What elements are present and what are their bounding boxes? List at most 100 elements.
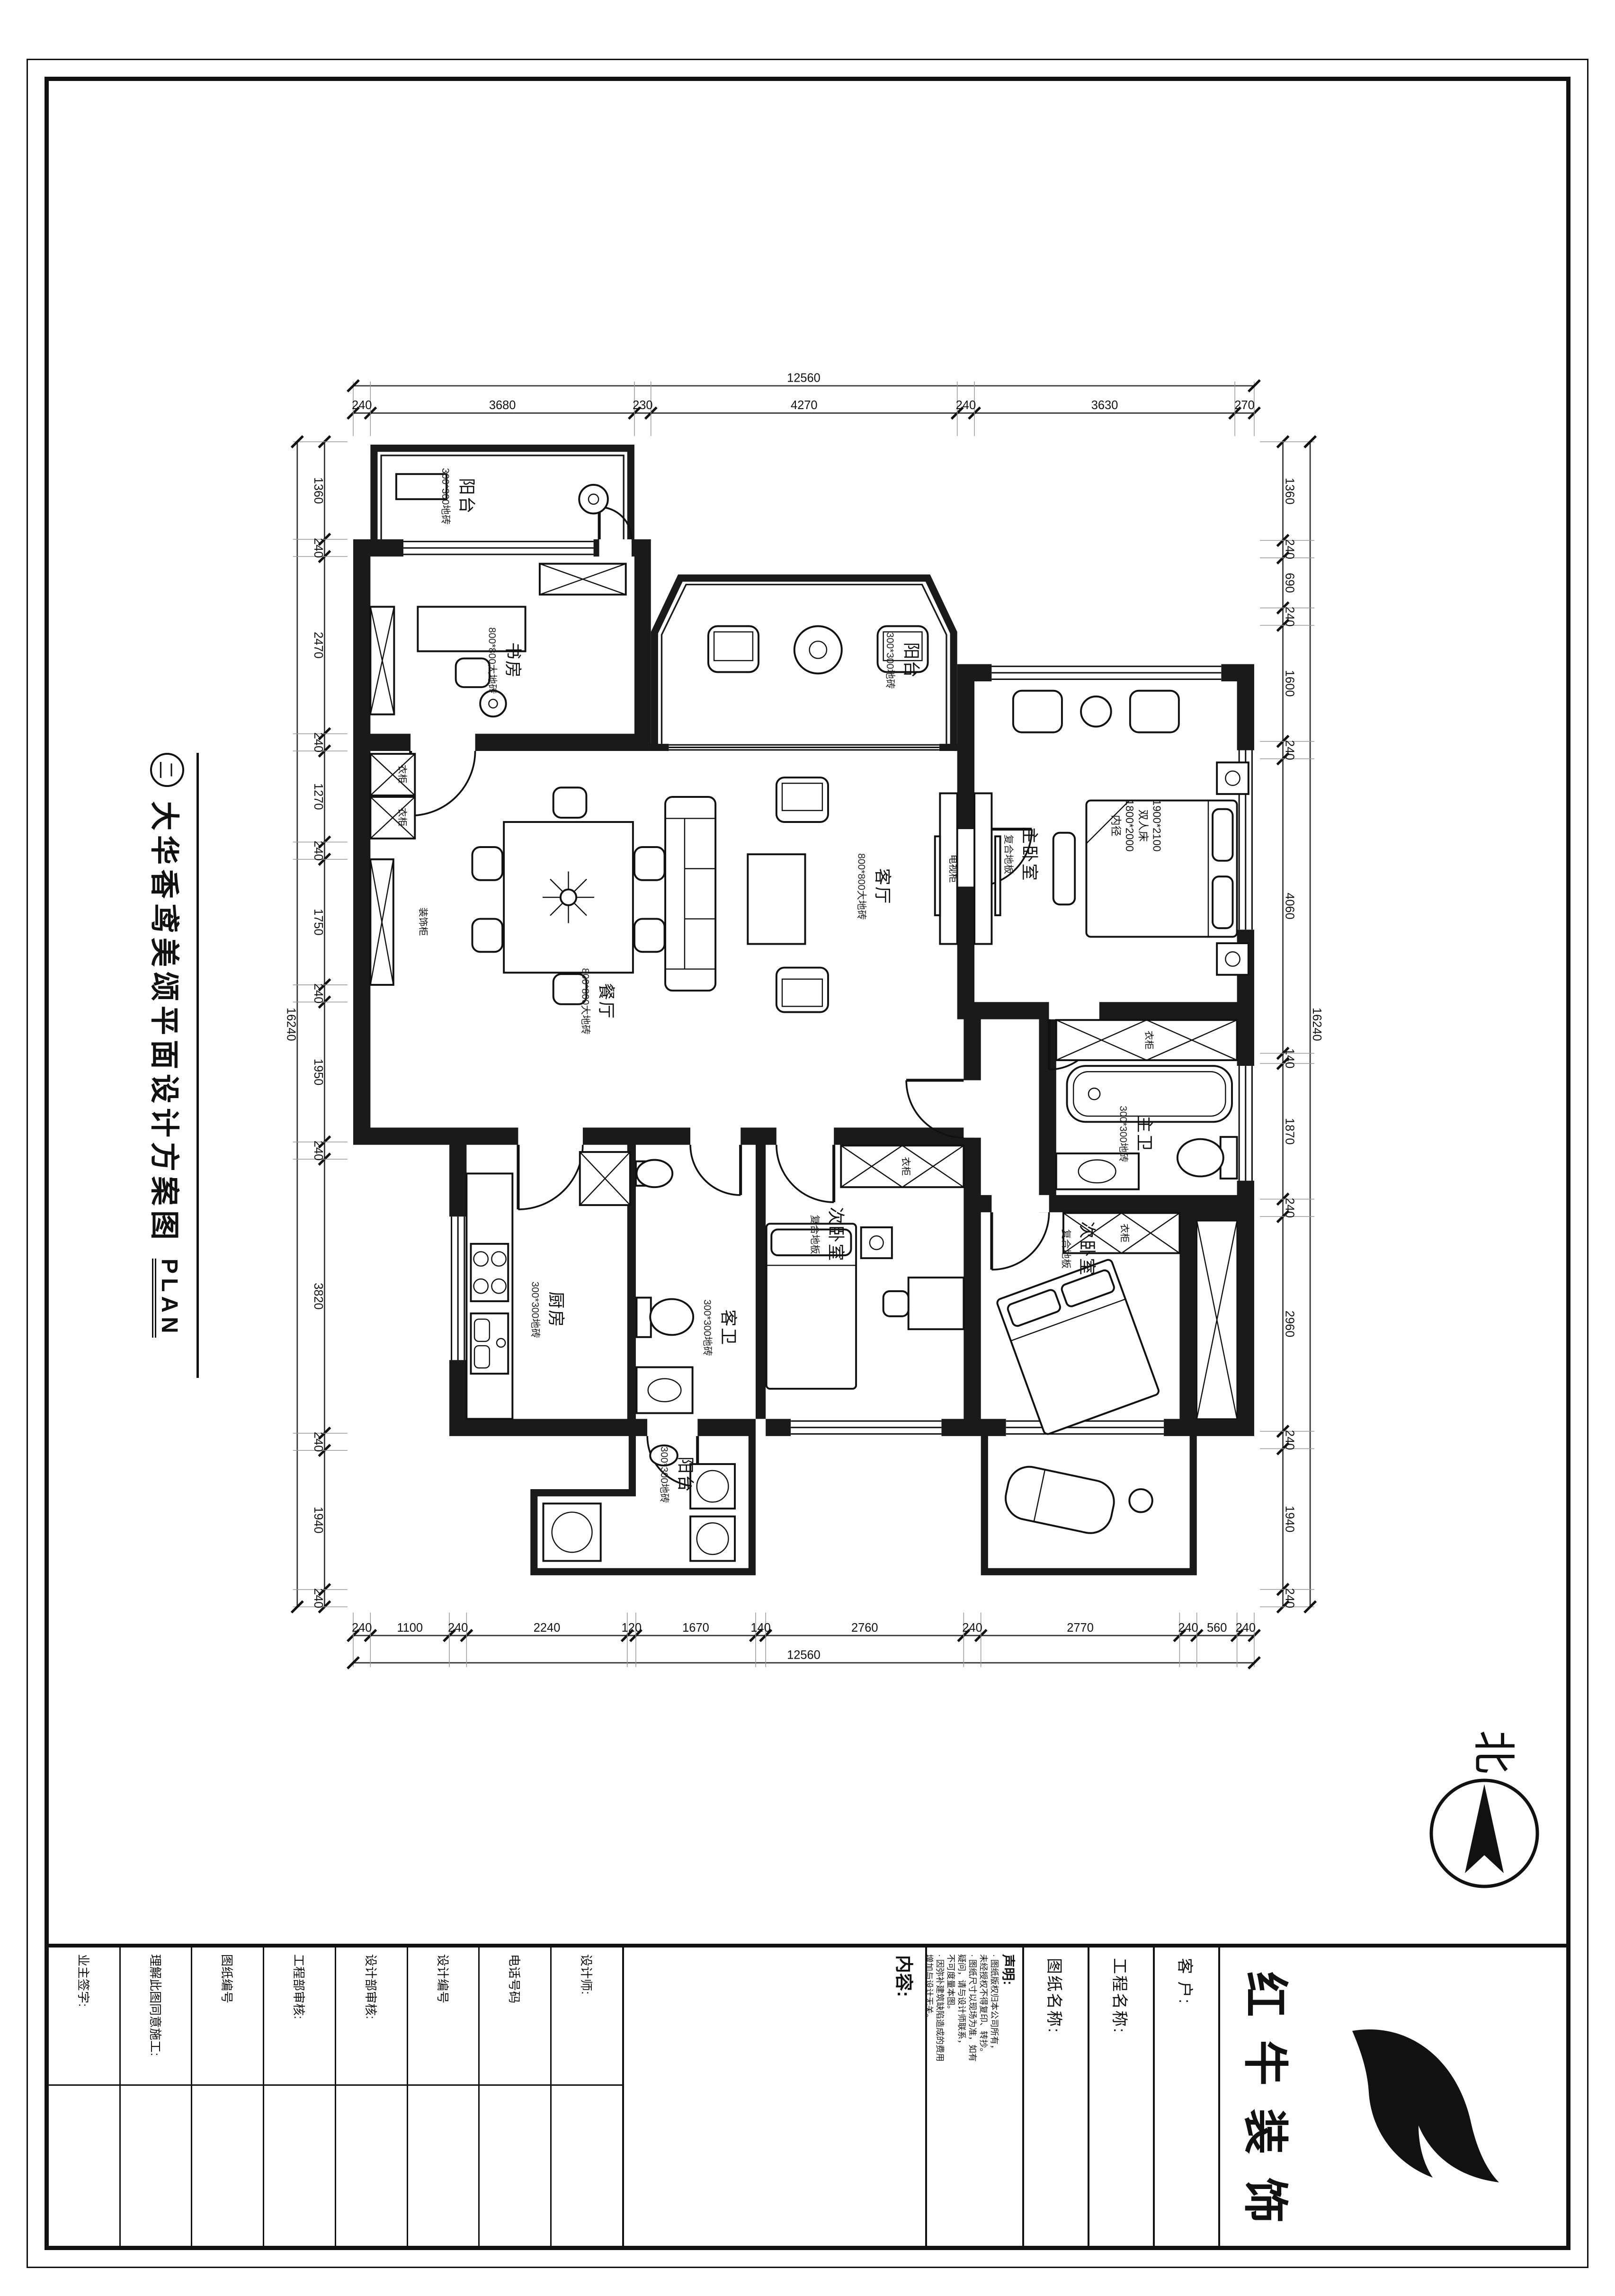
furniture-label: 衣柜: [1119, 1224, 1130, 1242]
field-project-name: 工程名称:: [1089, 1948, 1155, 2247]
titleblock-row-value: [408, 2086, 479, 2247]
svg-text:2960: 2960: [1283, 1311, 1296, 1338]
svg-text:双人床: 双人床: [1137, 810, 1150, 842]
svg-text:2770: 2770: [1067, 1621, 1094, 1635]
bay-balcony-furniture: [707, 625, 929, 675]
svg-text:300*300地砖: 300*300地砖: [440, 468, 451, 525]
svg-text:270: 270: [1234, 399, 1254, 412]
furniture-label: 衣柜: [901, 1157, 911, 1176]
svg-text:300*300地砖: 300*300地砖: [1118, 1106, 1129, 1162]
svg-text:240: 240: [312, 1141, 325, 1161]
master-bath-fixtures: [1055, 1065, 1238, 1190]
svg-text:240: 240: [962, 1621, 982, 1635]
bedroom-mid-furniture: [765, 1144, 965, 1390]
guest-bath-fixtures: [634, 1159, 695, 1414]
kitchen-fixtures: [465, 1151, 631, 1420]
hall-closets: [369, 753, 416, 986]
svg-text:1360: 1360: [1283, 478, 1296, 505]
statement-line: 不可度量本图。: [946, 1954, 955, 2014]
titleblock-row: 设计部审核:: [336, 1948, 408, 2247]
svg-text:16240: 16240: [1310, 1008, 1323, 1041]
statement-section: 声明: · 图纸版权归本公司所有， 未经授权不得复印、转抄。· 图纸尺寸以现场为…: [927, 1948, 1024, 2247]
room-label: 主卫 300*300地砖: [1118, 1106, 1154, 1162]
svg-text:3630: 3630: [1091, 399, 1118, 412]
field-drawing-name-label: 图纸名称:: [1045, 1958, 1063, 2034]
north-arrow: 北: [1429, 1730, 1539, 1888]
titleblock-row-label: 电话号码: [480, 1948, 551, 2086]
svg-text:复合地板: 复合地板: [809, 1215, 820, 1254]
svg-text:240: 240: [1283, 1588, 1296, 1608]
titleblock-row-label: 设计编号: [408, 1948, 479, 2086]
svg-text:次卧室: 次卧室: [827, 1207, 846, 1262]
titleblock-row: 业主签字:: [49, 1948, 121, 2247]
svg-text:1100: 1100: [397, 1621, 423, 1635]
outer-border: [27, 59, 1588, 2268]
furniture-label: 电视柜: [948, 855, 959, 883]
svg-text:240: 240: [1283, 607, 1296, 626]
svg-text:240: 240: [1283, 1198, 1296, 1218]
statement-line: · 因弥补建筑缺陷造成的费用: [935, 1954, 945, 2062]
svg-text:主卫: 主卫: [1135, 1116, 1154, 1152]
titleblock-row: 电话号码: [480, 1948, 552, 2247]
living-room-furniture: [664, 777, 958, 1013]
svg-text:装饰柜: 装饰柜: [418, 908, 428, 936]
svg-text:1270: 1270: [312, 783, 325, 810]
statement-label: 声明:: [1001, 1954, 1016, 1985]
furniture-label: 装饰柜: [418, 908, 428, 936]
se-balcony-furniture: [1005, 1465, 1153, 1534]
balcony-parapets: [370, 445, 1197, 1575]
titleblock-row: 设计师:: [552, 1948, 622, 2247]
svg-text:240: 240: [352, 399, 372, 412]
svg-text:240: 240: [1283, 1430, 1296, 1450]
svg-text:餐厅: 餐厅: [597, 983, 616, 1020]
svg-text:衣柜: 衣柜: [1119, 1224, 1130, 1242]
svg-text:1900*2100: 1900*2100: [1151, 800, 1163, 852]
svg-text:240: 240: [1236, 1621, 1256, 1635]
svg-text:300*300地砖: 300*300地砖: [702, 1299, 713, 1356]
titleblock-row-label: 理解此图同意施工:: [120, 1948, 191, 2086]
svg-text:240: 240: [312, 840, 325, 860]
svg-text:140: 140: [1283, 1048, 1296, 1068]
titleblock-row-label: 业主签字:: [49, 1948, 119, 2086]
svg-text:240: 240: [312, 1432, 325, 1452]
svg-text:1670: 1670: [682, 1621, 709, 1635]
furniture-label: 衣柜: [1143, 1031, 1154, 1050]
svg-text:客卫: 客卫: [719, 1309, 738, 1346]
svg-text:阳台: 阳台: [902, 642, 921, 679]
titleblock-row: 理解此图同意施工:: [120, 1948, 193, 2247]
furniture-label: 衣柜: [397, 764, 408, 783]
svg-text:衣柜: 衣柜: [397, 807, 408, 826]
svg-text:衣柜: 衣柜: [1143, 1031, 1154, 1050]
titleblock-row-label: 设计师:: [552, 1948, 622, 2086]
duct-shaft: [1196, 1220, 1238, 1420]
inner-border: [45, 77, 1570, 2250]
content-section: 内容:: [624, 1948, 927, 2247]
svg-text:客厅: 客厅: [873, 868, 892, 905]
north-label: 北: [1469, 1730, 1517, 1774]
titleblock-row-value: [480, 2086, 551, 2247]
svg-text:1750: 1750: [312, 909, 325, 936]
svg-text:300*300地砖: 300*300地砖: [529, 1281, 540, 1338]
svg-text:阳台: 阳台: [457, 478, 476, 515]
svg-text:560: 560: [1207, 1621, 1227, 1635]
svg-text:240: 240: [312, 538, 325, 558]
svg-text:800*800大地砖: 800*800大地砖: [580, 968, 590, 1035]
brand-char: 红: [1240, 1971, 1290, 2017]
brand-char: 饰: [1240, 2177, 1290, 2223]
titleblock-row: 工程部审核:: [264, 1948, 336, 2247]
svg-text:2760: 2760: [851, 1621, 878, 1635]
svg-text:4060: 4060: [1283, 893, 1296, 920]
svg-text:复合地板: 复合地板: [1003, 834, 1014, 874]
svg-text:主卧室: 主卧室: [1020, 827, 1040, 882]
